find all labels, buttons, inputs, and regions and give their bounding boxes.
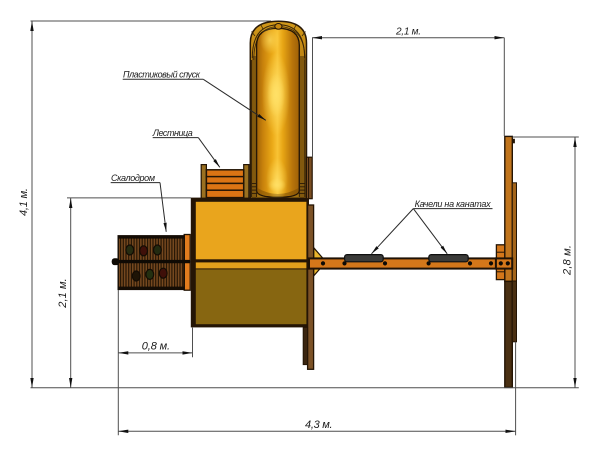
svg-text:0,8 м.: 0,8 м. [142, 341, 170, 353]
svg-text:2,1 м.: 2,1 м. [395, 27, 421, 38]
svg-text:4,3 м.: 4,3 м. [305, 419, 333, 431]
svg-text:Скалодром: Скалодром [111, 173, 155, 183]
svg-text:2,1 м.: 2,1 м. [57, 278, 69, 308]
svg-text:Пластиковый спуск: Пластиковый спуск [123, 70, 201, 80]
svg-text:4,1 м.: 4,1 м. [18, 188, 30, 216]
svg-text:Качели на канатах: Качели на канатах [415, 199, 492, 209]
svg-text:Лестница: Лестница [152, 128, 193, 138]
svg-text:2,8 м.: 2,8 м. [562, 245, 574, 276]
